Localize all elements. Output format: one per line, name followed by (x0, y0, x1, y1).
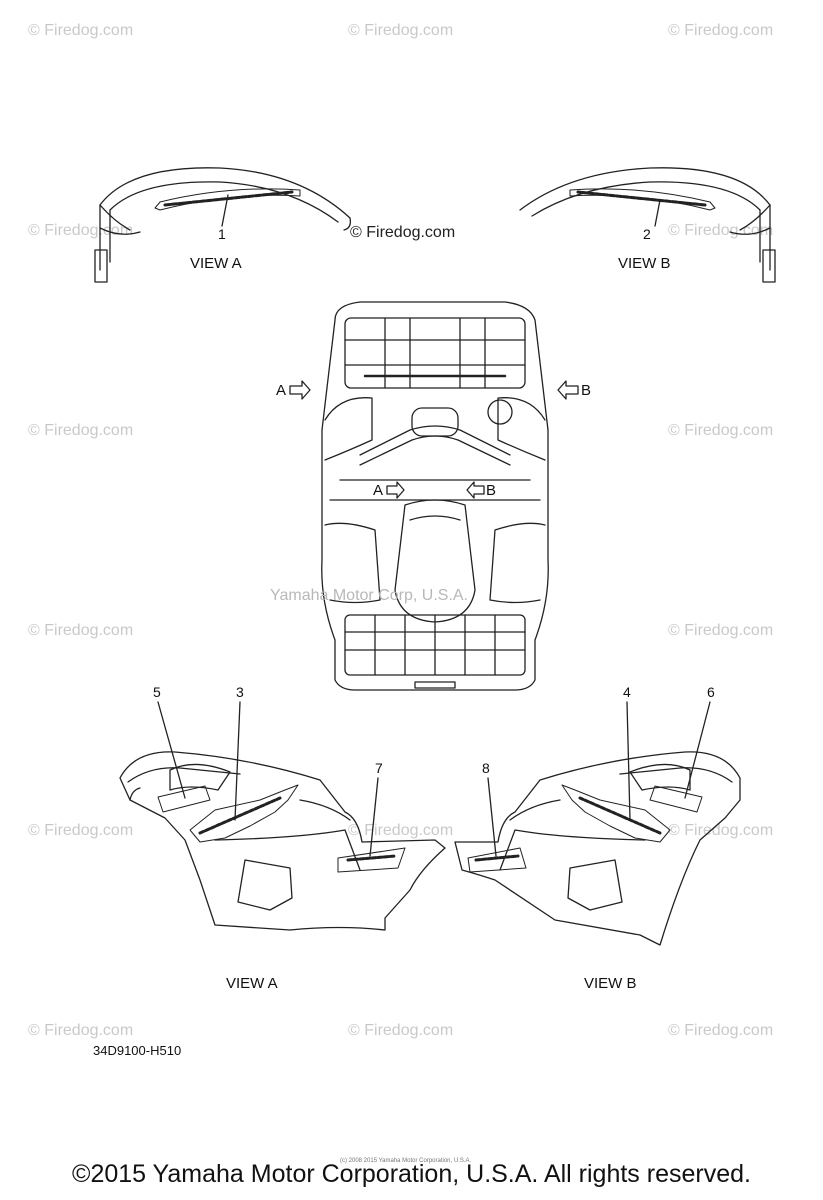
arrow-left-icon (557, 380, 579, 400)
arrow-left-icon (466, 481, 485, 499)
callout-5: 5 (153, 684, 161, 700)
watermark: © Firedog.com (28, 622, 134, 639)
watermark: © Firedog.com (348, 1022, 454, 1039)
watermark: © Firedog.com (28, 422, 134, 439)
view-arrows (289, 380, 579, 499)
watermark: © Firedog.com (668, 1022, 774, 1039)
watermark: © Firedog.com (668, 622, 774, 639)
arrow-label-b-inner: B (486, 482, 497, 499)
side-cover-left (119, 701, 446, 931)
view-label-bottom-left: VIEW A (226, 975, 278, 992)
arrow-label-a-inner: A (373, 482, 384, 499)
callout-6: 6 (707, 684, 715, 700)
side-cover-right (454, 701, 741, 946)
watermark: © Firedog.com (348, 22, 454, 39)
arrow-right-icon (289, 380, 311, 400)
callout-1: 1 (218, 226, 226, 242)
arrow-label-a: A (276, 382, 287, 399)
watermark: © Firedog.com (668, 422, 774, 439)
fender-watermark: © Firedog.com (350, 224, 456, 241)
view-label-top-left: VIEW A (190, 255, 242, 272)
arrow-label-b: B (581, 382, 592, 399)
watermark: © Firedog.com (668, 822, 774, 839)
callout-7: 7 (375, 760, 383, 776)
arrow-right-icon (386, 481, 405, 499)
center-watermark: Yamaha Motor Corp, U.S.A. (270, 587, 468, 604)
view-label-top-right: VIEW B (618, 255, 671, 272)
tiny-copyright: (c) 2008 2015 Yamaha Motor Corporation, … (340, 1158, 472, 1164)
watermark: © Firedog.com (348, 822, 454, 839)
watermark: © Firedog.com (28, 1022, 134, 1039)
watermark: © Firedog.com (668, 22, 774, 39)
front-fender-left (94, 167, 352, 283)
front-fender-right (519, 167, 776, 283)
view-label-bottom-right: VIEW B (584, 975, 637, 992)
watermark: © Firedog.com (28, 222, 134, 239)
callout-8: 8 (482, 760, 490, 776)
part-number: 34D9100-H510 (93, 1043, 182, 1058)
footer-copyright: ©2015 Yamaha Motor Corporation, U.S.A. A… (72, 1160, 751, 1188)
callout-3: 3 (236, 684, 244, 700)
callout-4: 4 (623, 684, 631, 700)
watermark: © Firedog.com (28, 822, 134, 839)
callout-2: 2 (643, 226, 651, 242)
watermark: © Firedog.com (28, 22, 134, 39)
atv-top-view (321, 301, 549, 691)
